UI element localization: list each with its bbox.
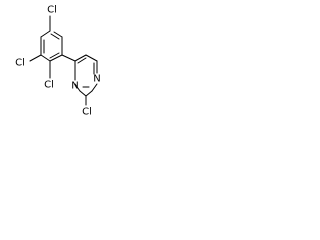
bond	[53, 31, 63, 38]
biaryl-bond	[61, 54, 76, 62]
double-bond-inner	[49, 52, 60, 59]
benzene-ring	[40, 30, 63, 62]
atom-label-n-lower: N	[71, 81, 78, 92]
double-bond-inner	[77, 57, 87, 64]
bond-c2-n	[85, 90, 93, 97]
chemical-structure-diagram: Cl Cl Cl N N Cl	[15, 5, 101, 118]
bond	[40, 30, 51, 38]
atom-label-cl-ortho: Cl	[44, 80, 54, 91]
bond	[49, 54, 63, 62]
atom-label-cl-left: Cl	[15, 58, 25, 69]
double-bond-inner	[50, 33, 60, 40]
bond-c2-n	[79, 90, 87, 97]
bond	[85, 54, 98, 62]
structure-canvas: Cl Cl Cl N N Cl	[0, 0, 121, 121]
bond-to-cl-left	[29, 54, 42, 62]
bond	[74, 54, 87, 62]
bond	[74, 83, 81, 92]
pyrimidine-ring	[74, 54, 98, 92]
atom-label-cl-pyrimidine: Cl	[82, 107, 92, 118]
bond	[91, 83, 98, 92]
atom-label-cl-top: Cl	[47, 5, 57, 16]
atom-label-n-upper: N	[93, 74, 100, 85]
bond	[40, 54, 51, 62]
